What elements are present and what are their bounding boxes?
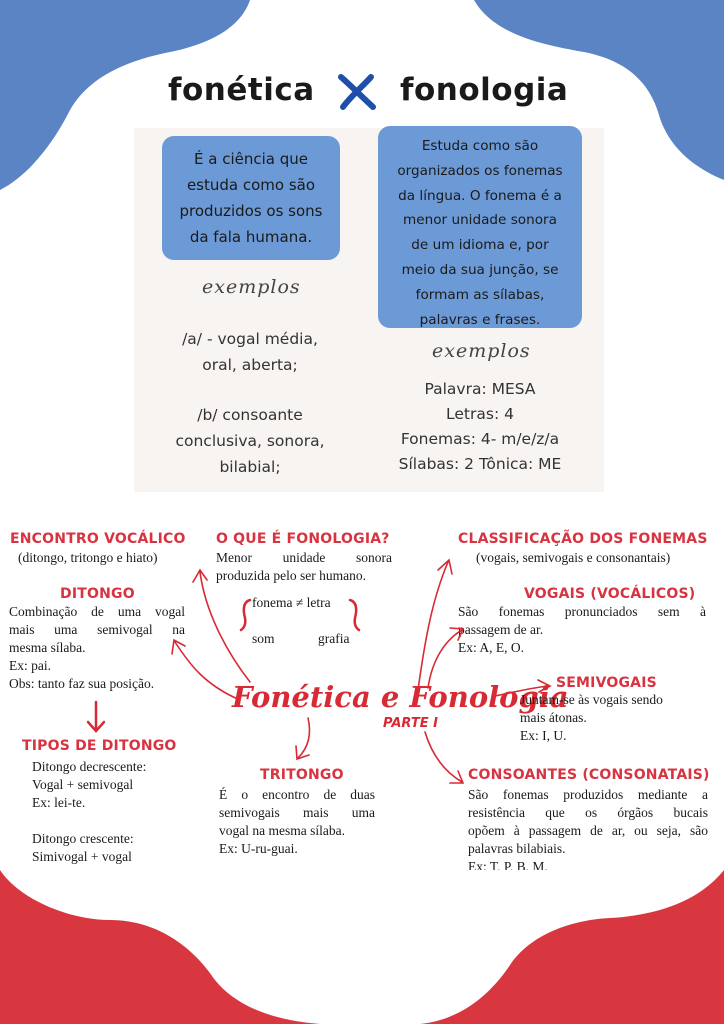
arrow-to-vogais xyxy=(427,627,465,689)
classificacao-sub: (vogais, semivogais e consonantais) xyxy=(476,550,671,565)
fonetica-examples-label: exemplos xyxy=(202,276,301,298)
text-line: meio da sua junção, se xyxy=(401,261,559,278)
text-line: passagem de ar. xyxy=(458,622,544,637)
text-line: São fonemas pronunciados sem à xyxy=(458,604,706,619)
text-line: organizados os fonemas xyxy=(397,162,563,179)
fonetica-example-2: /b/ consoante conclusiva, sonora, bilabi… xyxy=(150,402,350,480)
text-line: Palavra: MESA xyxy=(424,380,536,398)
text-line: palavras bilabiais. xyxy=(468,841,566,856)
fonetica-example-1: /a/ - vogal média, oral, aberta; xyxy=(150,326,350,378)
page-title: fonética fonologia xyxy=(0,72,724,116)
text-line: produzida pelo ser humano. xyxy=(216,568,366,583)
text-line: É o encontro de duas xyxy=(219,787,375,802)
text-line: conclusiva, sonora, xyxy=(175,432,325,450)
text-line: produzidos os sons xyxy=(179,202,323,220)
text-line: /a/ - vogal média, xyxy=(182,330,318,348)
connector-arrows xyxy=(171,558,552,784)
vogais-text: São fonemas pronunciados sem à passagem … xyxy=(458,603,706,657)
semivogais-heading: SEMIVOGAIS xyxy=(556,675,657,691)
tritongo-text: É o encontro de duas semivogais mais uma… xyxy=(219,786,375,858)
blue-blob-top-right xyxy=(474,0,724,180)
title-fonetica: fonética xyxy=(168,72,315,108)
text-line: formam as sílabas, xyxy=(415,286,545,303)
text-line: Ex: T, P, B, M. xyxy=(468,859,548,870)
fonologia-examples: Palavra: MESA Letras: 4 Fonemas: 4- m/e/… xyxy=(370,377,590,477)
text-line: oral, aberta; xyxy=(202,356,298,374)
blue-blob-top-left xyxy=(0,0,250,190)
arrow-to-ditongo xyxy=(171,638,241,701)
text-line: menor unidade sonora xyxy=(403,212,557,229)
text-line: mais uma semivogal na xyxy=(9,622,185,637)
text-line: vogal na mesma sílaba. xyxy=(219,823,345,838)
text-line: de um idioma e, por xyxy=(411,237,549,254)
oque-text: Menor unidade sonora produzida pelo ser … xyxy=(216,549,392,585)
text-line: palavras e frases. xyxy=(419,311,541,328)
bracket-right-icon xyxy=(348,598,361,632)
arrow-to-tritongo xyxy=(295,717,311,761)
red-blob-bottom-right xyxy=(420,870,724,1024)
text-line: Ex: I, U. xyxy=(520,728,567,743)
text-line: Juntam-se às vogais sendo xyxy=(520,692,663,707)
text-line: Ditongo decrescente: xyxy=(32,759,147,774)
tipos-heading: TIPOS DE DITONGO xyxy=(22,738,177,754)
down-arrow-icon xyxy=(86,700,106,733)
text-line: Sílabas: 2 Tônica: ME xyxy=(398,455,562,473)
text-line: resistência que os órgãos bucais xyxy=(468,805,708,820)
center-title: Fonética e Fonologia xyxy=(232,680,569,714)
text-line: Ditongo crescente: xyxy=(32,831,134,846)
consoantes-text: São fonemas produzidos mediante a resist… xyxy=(468,786,708,870)
bracket-left-icon xyxy=(239,598,252,632)
red-blob-bottom-left xyxy=(0,870,320,1024)
text-line: Ex: pai. xyxy=(9,658,51,673)
text-line: Simivogal + vogal xyxy=(32,849,132,864)
text-line: da fala humana. xyxy=(189,228,313,246)
text-line: opõem à passagem de ar, ou seja, são xyxy=(468,823,708,838)
ditongo-text: Combinação de uma vogal mais uma semivog… xyxy=(9,603,185,693)
text-line: Fonemas: 4- m/e/z/a xyxy=(400,430,560,448)
tipos-text: Ditongo decrescente: Vogal + semivogal E… xyxy=(32,758,146,866)
text-line: Vogal + semivogal xyxy=(32,777,134,792)
oque-heading: O QUE É FONOLOGIA? xyxy=(216,531,390,547)
text-line: Letras: 4 xyxy=(446,405,514,423)
title-fonologia: fonologia xyxy=(400,72,569,108)
semivogais-text: Juntam-se às vogais sendo mais átonas. E… xyxy=(520,691,663,745)
arrow-to-semivogais xyxy=(494,679,552,697)
classificacao-heading: CLASSIFICAÇÃO DOS FONEMAS xyxy=(458,531,708,547)
arrow-to-classificacao xyxy=(417,558,453,691)
text-line: mesma sílaba. xyxy=(9,640,86,655)
fonema-letra: fonema ≠ letra xyxy=(252,595,331,610)
encontro-sub: (ditongo, tritongo e hiato) xyxy=(18,550,158,565)
text-line: Ex: lei-te. xyxy=(32,795,86,810)
vogais-heading: VOGAIS (VOCÁLICOS) xyxy=(524,586,696,602)
x-mark-icon xyxy=(338,74,376,110)
text-line: Ex: U-ru-guai. xyxy=(219,841,298,856)
text-line: Ex: A, E, O. xyxy=(458,640,524,655)
text-line: semivogais mais uma xyxy=(219,805,375,820)
fonologia-examples-label: exemplos xyxy=(432,340,531,362)
text-line: São fonemas produzidos mediante a xyxy=(468,787,708,802)
som-label: som xyxy=(252,631,275,646)
text-line: Menor unidade sonora xyxy=(216,550,392,565)
text-line: Estuda como são xyxy=(421,138,539,154)
text-line: da língua. O fonema é a xyxy=(398,187,562,204)
consoantes-heading: CONSOANTES (CONSONATAIS) xyxy=(468,767,710,783)
center-subtitle: PARTE I xyxy=(383,716,438,731)
tritongo-heading: TRITONGO xyxy=(260,767,344,783)
text-line: Combinação de uma vogal xyxy=(9,604,185,619)
text-line: Obs: tanto faz sua posição. xyxy=(9,676,155,691)
text-line: mais átonas. xyxy=(520,710,587,725)
fonologia-definition-box: Estuda como são organizados os fonemas d… xyxy=(378,126,582,328)
arrow-to-consoantes xyxy=(424,731,465,784)
ditongo-heading: DITONGO xyxy=(60,586,135,602)
fonetica-definition-box: É a ciência que estuda como são produzid… xyxy=(162,136,340,260)
encontro-heading: ENCONTRO VOCÁLICO xyxy=(10,531,186,547)
text-line: bilabial; xyxy=(219,458,281,476)
text-line: estuda como são xyxy=(186,176,316,194)
arrow-to-oque xyxy=(192,568,251,683)
grafia-label: grafia xyxy=(318,631,350,646)
text-line: /b/ consoante xyxy=(197,406,303,424)
text-line: É a ciência que xyxy=(194,150,308,168)
